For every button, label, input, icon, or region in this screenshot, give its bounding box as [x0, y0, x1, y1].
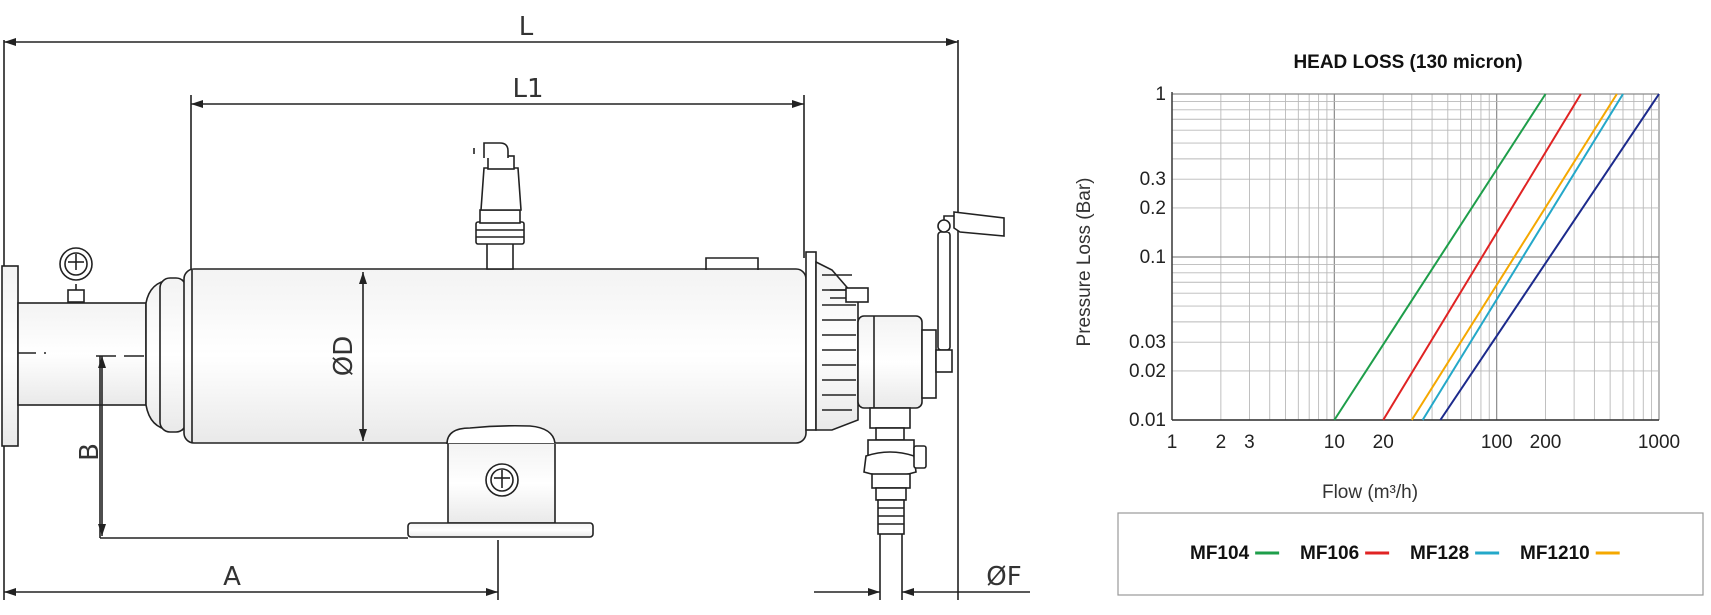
outlet-flange [407, 424, 594, 538]
legend-item-mf106: MF106 [1300, 543, 1390, 564]
dimension-label-B: B [75, 443, 105, 461]
dimension-label-L: L [519, 12, 534, 42]
y-tick-label: 0.03 [1129, 332, 1166, 353]
chart-grid [1171, 93, 1660, 421]
legend-item-mf104: MF104 [1190, 543, 1280, 564]
inlet-pipe [17, 302, 147, 406]
dimension-label-D: ØD [329, 336, 359, 377]
y-axis-label: Pressure Loss (Bar) [1074, 178, 1095, 347]
plot-frame [1171, 92, 1659, 421]
pressure-gauge-icon [59, 247, 93, 303]
legend: MF104 MF106 MF128 MF1210 [1190, 543, 1620, 564]
x-axis-label: Flow (m³/h) [1322, 482, 1418, 503]
y-tick-label: 0.1 [1140, 247, 1166, 268]
series-layer [1333, 93, 1660, 421]
series-line-mf106 [1382, 93, 1582, 421]
legend-label: MF128 [1410, 543, 1469, 564]
x-tick-label: 100 [1481, 432, 1513, 453]
x-tick-label: 3 [1244, 432, 1255, 453]
dimension-B [98, 356, 408, 539]
filter-technical-drawing: L L1 ØD [1, 12, 1030, 600]
dimension-label-L1: L1 [512, 74, 543, 104]
series-line-mf1210 [1410, 93, 1618, 421]
dimension-label-A: A [223, 562, 241, 592]
y-tick-label: 0.01 [1129, 410, 1166, 431]
manual-crank-handle-icon [935, 211, 1005, 373]
air-release-valve-icon [473, 142, 525, 270]
dimension-A [4, 540, 499, 600]
legend-label: MF104 [1190, 543, 1250, 564]
body-handle [705, 257, 759, 270]
drain-valve-icon [863, 407, 927, 600]
inlet-flange [1, 265, 19, 447]
y-tick-label: 0.2 [1140, 198, 1166, 219]
y-tick-label: 0.02 [1129, 361, 1166, 382]
x-tick-label: 1 [1167, 432, 1178, 453]
series-line-unlabeled-4 [1439, 93, 1660, 421]
legend-item-mf128: MF128 [1410, 543, 1500, 564]
x-tick-label: 1000 [1638, 432, 1680, 453]
series-line-mf128 [1421, 93, 1624, 421]
legend-label: MF1210 [1520, 543, 1590, 564]
x-tick-label: 200 [1530, 432, 1562, 453]
chart-title: HEAD LOSS (130 micron) [1293, 52, 1522, 73]
y-tick-labels: 0.01 0.02 0.03 0.1 0.2 0.3 1 [1129, 84, 1166, 431]
filter-body [183, 268, 807, 444]
legend-item-mf1210: MF1210 [1520, 543, 1620, 564]
dimension-L1 [190, 95, 805, 270]
y-tick-label: 0.3 [1140, 169, 1166, 190]
x-tick-label: 10 [1324, 432, 1345, 453]
flushing-motor-assembly [805, 251, 937, 431]
series-line-mf104 [1333, 93, 1547, 421]
y-tick-label: 1 [1155, 84, 1166, 105]
legend-label: MF106 [1300, 543, 1359, 564]
x-tick-label: 2 [1216, 432, 1227, 453]
dimension-label-F: ØF [986, 562, 1021, 592]
x-tick-label: 20 [1373, 432, 1394, 453]
